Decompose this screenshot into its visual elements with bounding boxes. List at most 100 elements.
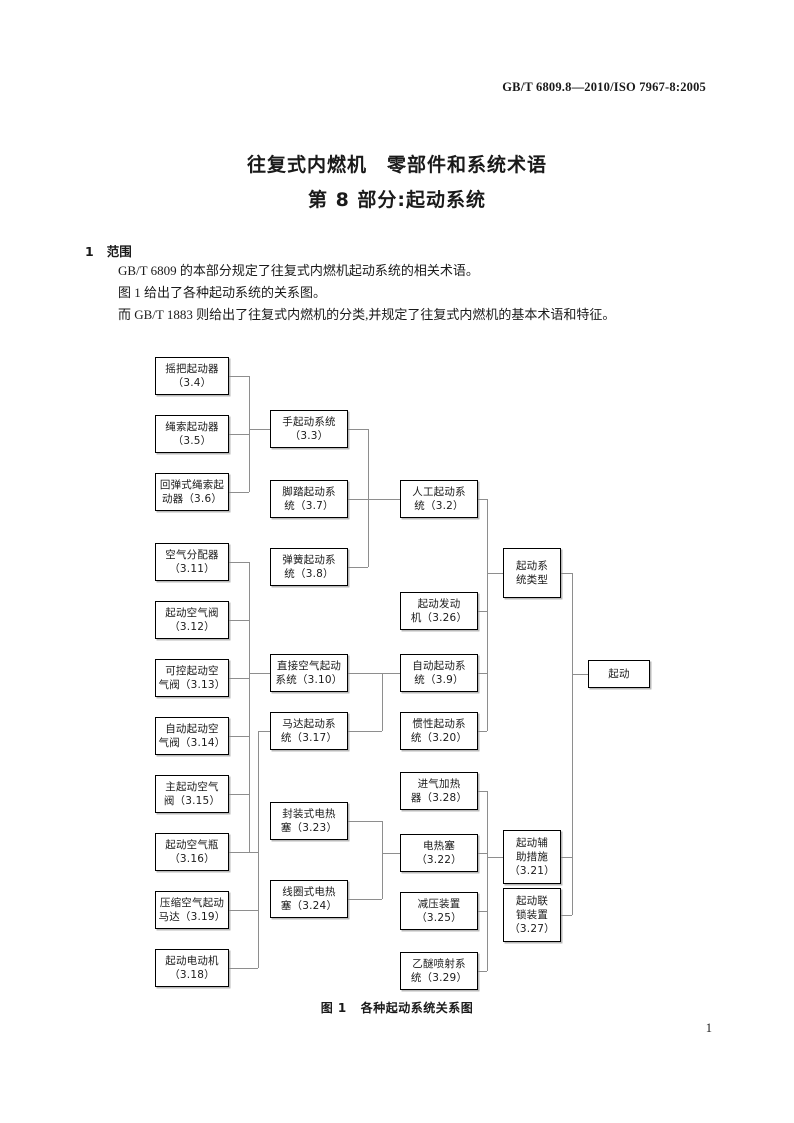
diagram-node-n36-text: 动器（3.6） <box>161 493 223 505</box>
diagram-node-n323-text: 封装式电热 <box>282 808 336 820</box>
connector-line-vertical <box>487 499 489 731</box>
connector-line-horizontal <box>229 736 249 738</box>
clause-heading: 1 范围 <box>85 241 132 260</box>
connector-line-horizontal <box>478 499 487 501</box>
connector-line-horizontal <box>478 791 487 793</box>
connector-line-horizontal <box>572 674 588 676</box>
diagram-node-n310: 直接空气起动系统（3.10） <box>270 654 348 692</box>
diagram-node-ntype: 起动系统类型 <box>503 548 561 598</box>
clause-title: 范围 <box>106 244 132 259</box>
diagram-node-n319-text: 压缩空气起动 <box>159 897 225 909</box>
diagram-node-n326-text: 起动发动 <box>417 598 461 610</box>
diagram-node-n36-text: 回弹式绳索起 <box>159 479 225 491</box>
connector-line-horizontal <box>368 499 400 501</box>
diagram-node-n37: 脚踏起动系统（3.7） <box>270 480 348 518</box>
diagram-node-n318: 起动电动机 （3.18） <box>155 949 229 987</box>
diagram-node-n39: 自动起动系统（3.9） <box>400 654 478 692</box>
connector-line-vertical <box>249 376 251 492</box>
diagram-node-n317-text: 马达起动系 <box>282 718 336 730</box>
diagram-node-n32-text: 统（3.2） <box>414 500 464 512</box>
connector-line-vertical <box>382 821 384 899</box>
diagram-node-n34-text: 摇把起动器 <box>165 363 219 375</box>
diagram-node-n327-text: 锁装置 <box>515 909 549 921</box>
diagram-node-n32-text: 人工起动系 <box>412 486 466 498</box>
diagram-node-n314-text: 自动起动空 <box>165 723 219 735</box>
page-number: 1 <box>705 1021 712 1035</box>
diagram-node-nroot: 起动 <box>588 660 650 688</box>
diagram-node-n320-text: 统（3.20） <box>410 732 468 744</box>
connector-line-horizontal <box>229 968 258 970</box>
diagram-node-n320: 惯性起动系统（3.20） <box>400 712 478 750</box>
diagram-node-n33-text: （3.3） <box>289 430 329 442</box>
diagram-node-n324-text: 塞（3.24） <box>280 900 338 912</box>
diagram-node-n313-text: 气阀（3.13） <box>158 679 226 691</box>
diagram-node-n34-text: （3.4） <box>172 377 212 389</box>
diagram-node-n328-text: 器（3.28） <box>410 792 468 804</box>
diagram-node-n316-text: 起动空气瓶 <box>165 839 219 851</box>
diagram-node-n326: 起动发动机（3.26） <box>400 592 478 630</box>
diagram-node-n312: 起动空气阀（3.12） <box>155 601 229 639</box>
diagram-node-n318-text: 起动电动机 <box>165 955 219 967</box>
diagram-node-n35-text: （3.5） <box>172 435 212 447</box>
clause-paragraph-3: 而 GB/T 1883 则给出了往复式内燃机的分类,并规定了往复式内燃机的基本术… <box>118 307 616 322</box>
diagram-node-n318-text: （3.18） <box>169 969 215 981</box>
diagram-node-n313: 可控起动空气阀（3.13） <box>155 659 229 697</box>
diagram-node-n311-text: （3.11） <box>169 563 215 575</box>
connector-line-horizontal <box>478 611 487 613</box>
connector-line-vertical <box>249 562 251 852</box>
connector-line-horizontal <box>229 678 249 680</box>
diagram-node-n317: 马达起动系统（3.17） <box>270 712 348 750</box>
connector-line-horizontal <box>229 910 258 912</box>
page-title: 往复式内燃机 零部件和系统术语 <box>246 154 547 176</box>
diagram-node-n315-text: 主起动空气 <box>165 781 219 793</box>
diagram-node-n320-text: 惯性起动系 <box>412 718 466 730</box>
diagram-node-n329-text: 乙醚喷射系 <box>412 958 466 970</box>
connector-line-horizontal <box>348 731 382 733</box>
diagram-node-n324: 线圈式电热塞（3.24） <box>270 880 348 918</box>
diagram-node-n36: 回弹式绳索起动器（3.6） <box>155 473 229 511</box>
connector-line-horizontal <box>229 492 249 494</box>
clause-paragraph-2: 图 1 给出了各种起动系统的关系图。 <box>118 285 327 300</box>
diagram-node-n311-text: 空气分配器 <box>165 549 219 561</box>
connector-line-horizontal <box>478 911 487 913</box>
connector-line-horizontal <box>348 899 382 901</box>
diagram-node-n323: 封装式电热塞（3.23） <box>270 802 348 840</box>
figure-caption-label: 图 1 <box>320 1001 347 1015</box>
diagram-node-n39-text: 自动起动系 <box>412 660 466 672</box>
connector-line-horizontal <box>478 673 487 675</box>
diagram-node-n326-text: 机（3.26） <box>410 612 468 624</box>
diagram-node-n34: 摇把起动器 （3.4） <box>155 357 229 395</box>
connector-line-horizontal <box>229 562 249 564</box>
connector-line-horizontal <box>348 499 368 501</box>
diagram-node-n327: 起动联锁装置（3.27） <box>503 888 561 942</box>
connector-line-horizontal <box>229 794 249 796</box>
diagram-node-n322-text: （3.22） <box>416 854 462 866</box>
diagram-node-n38-text: 弹簧起动系 <box>282 554 336 566</box>
diagram-node-n321-text: （3.21） <box>509 865 555 877</box>
connector-line-vertical <box>572 573 574 915</box>
diagram-node-n35-text: 绳索起动器 <box>165 421 219 433</box>
diagram-node-n325-text: （3.25） <box>416 912 462 924</box>
connector-line-horizontal <box>348 673 382 675</box>
diagram-node-n39-text: 统（3.9） <box>414 674 464 686</box>
clause-number: 1 <box>85 244 94 259</box>
diagram-node-n328-text: 进气加热 <box>417 778 461 790</box>
connector-line-horizontal <box>229 620 249 622</box>
connector-line-horizontal <box>478 853 487 855</box>
connector-line-vertical <box>368 429 370 567</box>
connector-line-vertical <box>258 731 260 968</box>
diagram-node-n312-text: （3.12） <box>169 621 215 633</box>
connector-line-horizontal <box>478 971 487 973</box>
diagram-node-n321-text: 助措施 <box>515 851 549 863</box>
diagram-node-n33: 手起动系统（3.3） <box>270 410 348 448</box>
connector-line-horizontal <box>487 573 503 575</box>
connector-line-horizontal <box>561 573 572 575</box>
diagram-node-n311: 空气分配器 （3.11） <box>155 543 229 581</box>
diagram-node-n316-text: （3.16） <box>169 853 215 865</box>
connector-line-horizontal <box>487 857 503 859</box>
figure-caption-text: 各种起动系统关系图 <box>360 1001 474 1015</box>
connector-line-horizontal <box>382 853 400 855</box>
diagram-node-n37-text: 统（3.7） <box>284 500 334 512</box>
diagram-node-n319-text: 马达（3.19） <box>158 911 226 923</box>
